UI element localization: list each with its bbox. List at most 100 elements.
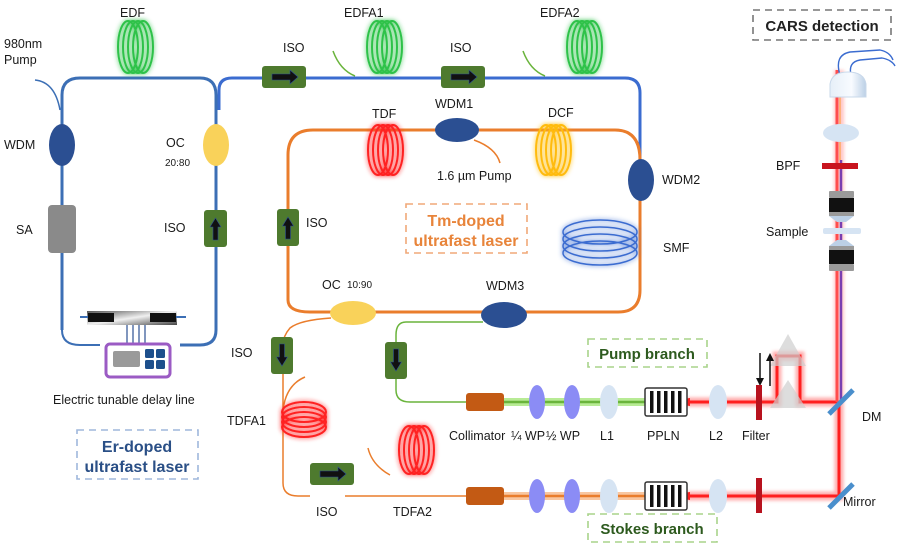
- ppln-label: PPLN: [647, 429, 680, 443]
- isolator-pump-vertical: [385, 342, 407, 379]
- lens-l2-stokes: [709, 479, 727, 513]
- oc-coupler-er: [203, 124, 229, 166]
- stokes-branch-box: Stokes branch: [587, 513, 718, 543]
- oc-er-label: OC: [166, 136, 185, 150]
- iso-stokes-horizontal-label: ISO: [316, 505, 338, 519]
- cars-detection-label: CARS detection: [765, 18, 878, 35]
- lens-l2-pump: [709, 385, 727, 419]
- iso-tm-label: ISO: [306, 216, 328, 230]
- objective-upper: [829, 191, 854, 222]
- saturable-absorber: [48, 205, 76, 253]
- pump-branch-label: Pump branch: [599, 346, 695, 363]
- edfa2-label: EDFA2: [540, 6, 580, 20]
- tm-doped-laser-box: Tm-doped ultrafast laser: [405, 203, 528, 254]
- quarter-waveplate-stokes: [529, 479, 545, 513]
- wdm1-label: WDM1: [435, 97, 473, 111]
- pump-980-label: 980nm: [4, 37, 42, 51]
- edfa1-coil: [366, 20, 403, 74]
- wdm-label: WDM: [4, 138, 35, 152]
- sa-label: SA: [16, 223, 33, 237]
- ppln-crystal-stokes: [644, 481, 688, 511]
- tdfa2-coil: [398, 425, 435, 475]
- er-box-line1: Er-doped: [102, 439, 172, 456]
- iso-top-2-label: ISO: [450, 41, 472, 55]
- wdm3-coupler: [481, 302, 527, 328]
- pump-16um-label: 1.6 µm Pump: [437, 169, 512, 183]
- detector: [829, 71, 867, 98]
- collection-lens: [823, 124, 859, 142]
- bandpass-filter: [822, 163, 858, 169]
- er-amplifier-fiber: [262, 76, 642, 160]
- l2-label: L2: [709, 429, 723, 443]
- isolator-top-2: [441, 66, 485, 88]
- stokes-branch-label: Stokes branch: [600, 521, 703, 538]
- wdm-coupler: [49, 124, 75, 166]
- edf-coil: [117, 20, 154, 74]
- quarter-waveplate-pump: [529, 385, 545, 419]
- half-wp-label: ½ WP: [546, 429, 580, 443]
- dm-label: DM: [862, 410, 881, 424]
- collimator-label: Collimator: [449, 429, 505, 443]
- delay-line: [80, 311, 186, 345]
- edf-label: EDF: [120, 6, 145, 20]
- iso-stokes-vertical-label: ISO: [231, 346, 253, 360]
- dcf-coil: [535, 124, 572, 176]
- ppln-crystal-pump: [644, 387, 688, 417]
- sample-label: Sample: [766, 225, 808, 239]
- filter-pump: [756, 385, 762, 420]
- tdfa2-label: TDFA2: [393, 505, 432, 519]
- collimator-stokes: [466, 487, 504, 505]
- oc-tm-ratio: 10:90: [347, 280, 372, 291]
- dichroic-mirror: [827, 388, 855, 416]
- delay-controller: [104, 342, 172, 379]
- wdm1-coupler: [435, 118, 479, 142]
- iso-er-ring-label: ISO: [164, 221, 186, 235]
- dcf-label: DCF: [548, 106, 574, 120]
- objective-lower: [829, 240, 854, 271]
- er-doped-laser-box: Er-doped ultrafast laser: [76, 429, 199, 480]
- tdf-coil: [367, 124, 404, 176]
- tdf-label: TDF: [372, 107, 397, 121]
- tdfa1-label: TDFA1: [227, 414, 266, 428]
- filter-label: Filter: [742, 429, 770, 443]
- half-waveplate-stokes: [564, 479, 580, 513]
- sample-slide: [823, 228, 861, 234]
- isolator-stokes-horizontal: [310, 463, 354, 485]
- edfa2-coil: [566, 20, 603, 74]
- delay-line-label: Electric tunable delay line: [53, 393, 195, 407]
- cars-detection-box: CARS detection: [752, 9, 892, 41]
- oc-coupler-tm: [330, 301, 376, 325]
- mirror: [827, 482, 855, 510]
- quarter-wp-label: ¼ WP: [511, 429, 545, 443]
- pump-980-label-2: Pump: [4, 53, 37, 67]
- lens-l1-pump: [600, 385, 618, 419]
- half-waveplate-pump: [564, 385, 580, 419]
- edfa1-label: EDFA1: [344, 6, 384, 20]
- smf-spool: [562, 219, 638, 266]
- filter-stokes: [756, 478, 762, 513]
- oc-er-ratio: 20:80: [165, 158, 190, 169]
- isolator-stokes-vertical: [271, 337, 293, 374]
- wdm2-label: WDM2: [662, 173, 700, 187]
- er-ring-fiber: [34, 76, 262, 347]
- tm-box-line2: ultrafast laser: [414, 233, 519, 250]
- smf-label: SMF: [663, 241, 690, 255]
- bpf-label: BPF: [776, 159, 801, 173]
- wdm2-coupler: [628, 159, 654, 201]
- lens-l1-stokes: [600, 479, 618, 513]
- isolator-top-1: [262, 66, 306, 88]
- collimator-pump: [466, 393, 504, 411]
- isolator-tm-ring: [277, 209, 299, 246]
- wdm3-label: WDM3: [486, 279, 524, 293]
- pump-fiber: [395, 321, 483, 403]
- pump-branch-box: Pump branch: [587, 338, 708, 368]
- tm-box-line1: Tm-doped: [427, 213, 504, 230]
- oc-tm-label: OC: [322, 278, 341, 292]
- isolator-er-ring: [204, 210, 227, 247]
- er-box-line2: ultrafast laser: [85, 459, 190, 476]
- delay-prism: [770, 334, 806, 366]
- translation-arrows-icon: [756, 353, 774, 386]
- tdfa1-coil: [281, 401, 327, 438]
- iso-top-1-label: ISO: [283, 41, 305, 55]
